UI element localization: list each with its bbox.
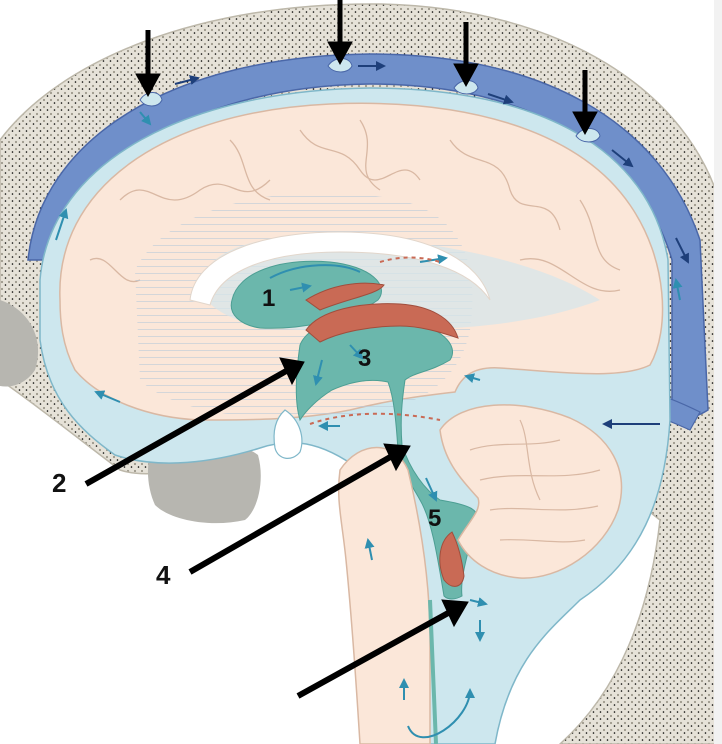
cerebellum-folia — [469, 419, 601, 543]
label-2: 2 — [52, 468, 66, 498]
label-1: 1 — [262, 285, 275, 312]
third-ventricle — [295, 314, 478, 600]
gyri-lines — [89, 119, 621, 292]
choroid-plexus-lateral — [305, 282, 385, 311]
label-3: 3 — [358, 345, 371, 372]
choroid-plexus-fourth — [439, 531, 465, 587]
pointer-arrow-4 — [188, 443, 411, 575]
pointer-arrow-unlabelled — [296, 599, 469, 699]
cerebellum — [439, 404, 623, 579]
sinus-flow-arrows — [174, 61, 689, 429]
pointer-arrow-2 — [84, 357, 305, 487]
arrow-down-2 — [327, 0, 353, 66]
choroid-plexus-third — [305, 303, 459, 343]
arachnoid-granulations — [139, 58, 601, 143]
arrow-down-4 — [572, 70, 598, 136]
top-pointer-arrows — [135, 0, 598, 136]
frontal-sinus — [0, 300, 39, 387]
corpus-callosum — [189, 231, 491, 306]
pituitary-region — [273, 409, 303, 459]
arrow-down-3 — [453, 22, 479, 88]
label-5: 5 — [428, 505, 441, 532]
label-4: 4 — [156, 560, 171, 590]
right-frame-edge — [714, 0, 722, 744]
csf-flow-arrows — [55, 111, 683, 739]
label-pointer-arrows — [84, 357, 469, 699]
arrow-down-1 — [135, 30, 161, 98]
